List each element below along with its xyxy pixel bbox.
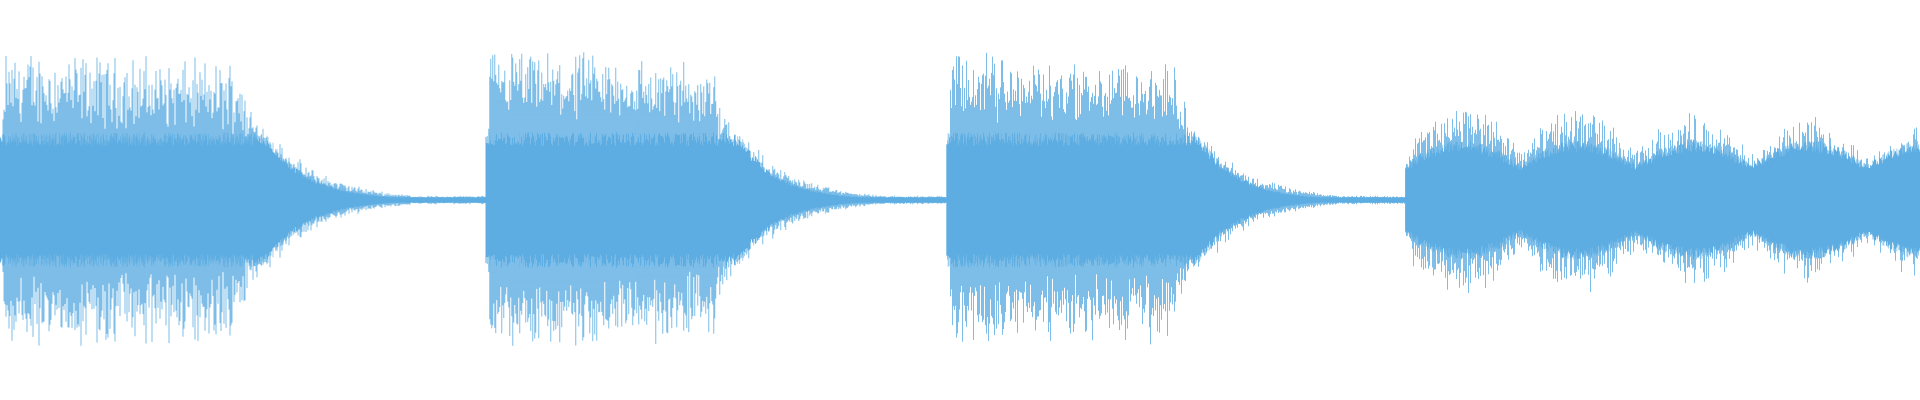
- waveform-segment-clip-2: [485, 52, 947, 346]
- waveform-trace: [0, 52, 1920, 346]
- waveform-segment-clip-3: [946, 52, 1406, 345]
- waveform-segment-clip-1: [0, 55, 486, 346]
- waveform-segment-clip-4: [1405, 111, 1920, 293]
